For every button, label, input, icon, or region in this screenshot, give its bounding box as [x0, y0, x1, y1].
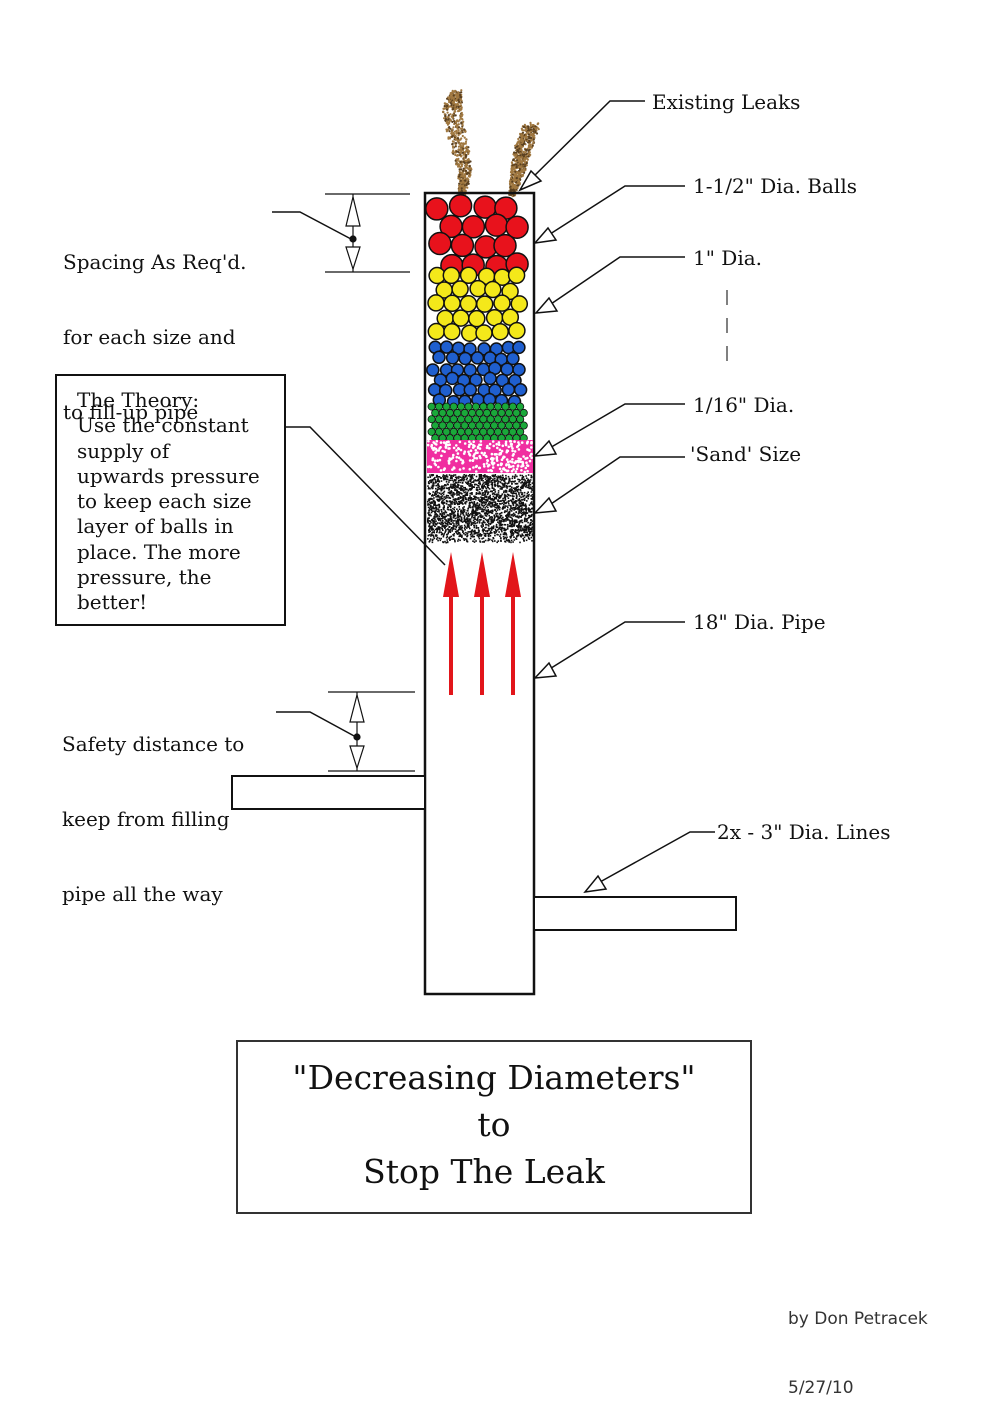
ball — [445, 351, 460, 365]
ball — [510, 295, 529, 313]
ball — [507, 266, 526, 285]
ball — [461, 215, 486, 239]
author: by Don Petracek — [788, 1309, 928, 1329]
right-inlet-line — [533, 896, 737, 931]
label-pipe: 18" Dia. Pipe — [693, 610, 826, 634]
ball — [469, 373, 483, 387]
ball — [463, 383, 478, 397]
ball — [493, 294, 511, 312]
ball — [427, 294, 445, 312]
ball — [512, 362, 526, 377]
safety-dimension — [328, 691, 415, 772]
sand-layer — [427, 474, 534, 544]
ball — [470, 351, 485, 365]
ball — [445, 371, 460, 386]
ball — [475, 295, 494, 313]
ball — [443, 294, 461, 313]
ball — [469, 279, 487, 298]
theory-line: The Theory: — [77, 388, 200, 412]
date: 5/27/10 — [788, 1378, 854, 1398]
ball — [432, 350, 446, 365]
title-line-3: Stop The Leak — [363, 1152, 605, 1191]
ball-layers — [425, 193, 533, 474]
label-large-balls: 1-1/2" Dia. Balls — [693, 174, 857, 198]
ball — [513, 383, 528, 397]
safety-line: pipe all the way — [62, 882, 223, 906]
ball — [512, 340, 526, 355]
leader-lines — [272, 100, 715, 894]
ball — [493, 233, 517, 258]
label-existing-leaks: Existing Leaks — [652, 90, 801, 114]
tiny-ball-layer — [426, 439, 533, 474]
theory-line: to keep each size — [77, 489, 252, 514]
label-sixteenth-inch: 1/16" Dia. — [693, 393, 795, 417]
spacing-line: for each size and — [63, 325, 236, 349]
ball — [475, 324, 493, 342]
ball — [508, 321, 526, 340]
ball — [451, 280, 469, 298]
ball — [459, 295, 478, 313]
byline: by Don Petracek 5/27/10 — [788, 1262, 928, 1423]
ball — [506, 351, 520, 366]
large-ball-layer — [425, 193, 529, 279]
label-one-inch: 1" Dia. — [693, 246, 762, 270]
theory-line: upwards pressure — [77, 463, 260, 488]
spacing-dimension — [325, 193, 410, 273]
title-line-1: "Decreasing Diameters" — [292, 1058, 696, 1097]
theory-line: better! — [77, 590, 148, 615]
ball — [484, 280, 502, 299]
pressure-arrows — [443, 552, 521, 695]
ball — [439, 340, 454, 354]
ball — [458, 351, 472, 366]
ball — [484, 213, 509, 237]
theory-line: place. The more — [77, 539, 241, 564]
label-lines: 2x - 3" Dia. Lines — [717, 820, 891, 844]
ball — [438, 383, 453, 398]
ball — [519, 421, 528, 430]
theory-line: supply of — [77, 438, 170, 463]
spacing-line: Spacing As Req'd. — [63, 250, 247, 274]
ball — [505, 215, 529, 239]
ball — [501, 382, 516, 397]
ball — [442, 266, 461, 285]
theory-line: Use the constant — [77, 413, 249, 438]
ball — [427, 322, 446, 341]
label-spacing: Spacing As Req'd. for each size and to f… — [63, 200, 247, 450]
label-safety: Safety distance to keep from filling pip… — [62, 682, 244, 932]
ball — [491, 322, 509, 341]
ball — [500, 362, 514, 376]
ball — [519, 408, 528, 417]
ball — [516, 427, 525, 436]
ball — [468, 309, 486, 328]
theory-box: The Theory: Use the constant supply of u… — [55, 374, 286, 626]
title-box: "Decreasing Diameters" to Stop The Leak — [236, 1040, 752, 1214]
decreasing-diameters-diagram — [231, 89, 737, 996]
main-pipe — [423, 191, 536, 996]
left-inlet-line — [231, 775, 426, 810]
ball — [516, 415, 525, 424]
label-sand-size: 'Sand' Size — [690, 442, 802, 466]
ball — [443, 322, 461, 341]
ball — [459, 266, 478, 285]
ball — [516, 402, 525, 411]
small-ball-layer — [427, 402, 528, 443]
medium-ball-layer — [426, 340, 528, 409]
title-line-2: to — [477, 1105, 511, 1144]
ball — [463, 363, 477, 377]
safety-line: keep from filling — [62, 807, 230, 831]
ball — [450, 233, 475, 258]
ball — [425, 197, 449, 221]
theory-line: layer of balls in — [77, 514, 234, 539]
ball — [483, 371, 497, 386]
ball — [426, 363, 440, 377]
one-inch-ball-layer — [427, 266, 529, 342]
theory-line: pressure, the — [77, 565, 212, 590]
spacing-line: to fill-up pipe — [63, 400, 199, 424]
ball — [428, 231, 452, 256]
ball — [448, 193, 473, 218]
safety-line: Safety distance to — [62, 732, 245, 756]
